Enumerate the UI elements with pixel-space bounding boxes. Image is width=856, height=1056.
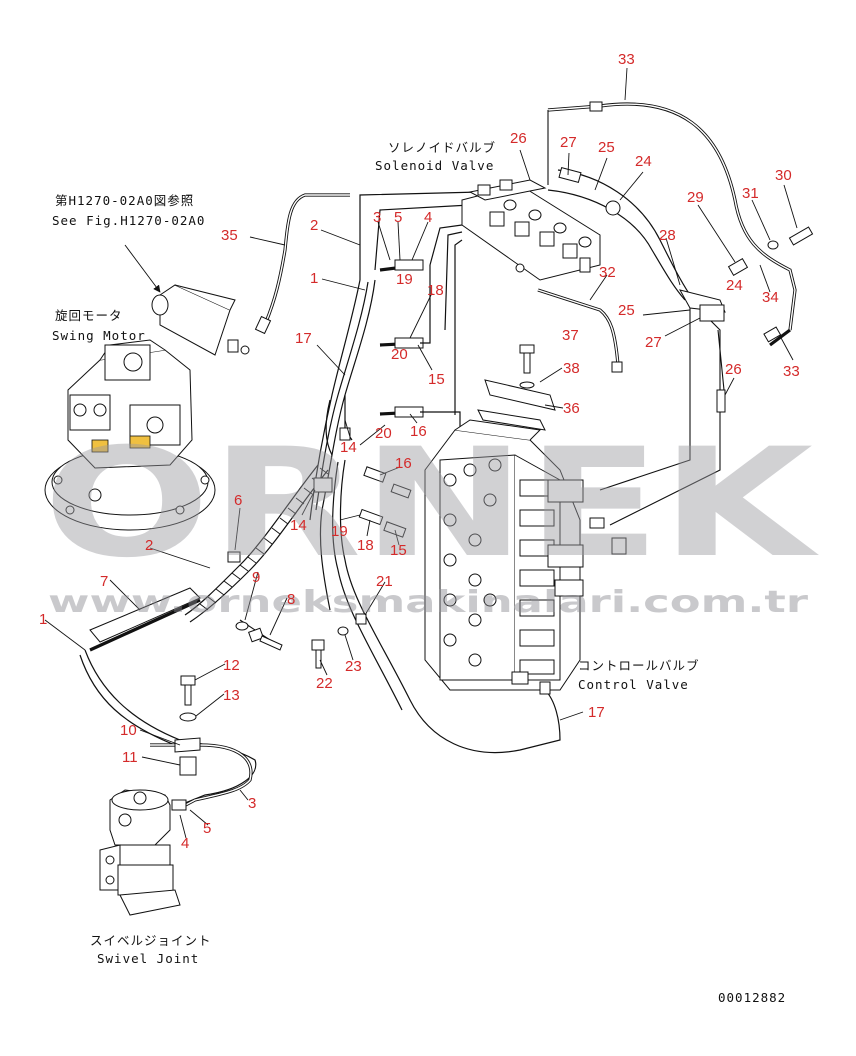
callout: 4 xyxy=(181,835,189,852)
see-fig-en-label: See Fig.H1270-02A0 xyxy=(52,213,205,228)
watermark-brand: ORNEK xyxy=(43,417,819,591)
callout: 34 xyxy=(762,289,779,306)
leader-lines xyxy=(44,67,798,839)
callout: 5 xyxy=(394,209,402,226)
callout: 36 xyxy=(563,400,580,417)
callout: 3 xyxy=(373,209,381,226)
control-valve-jp-label: コントロールバルブ xyxy=(578,658,700,673)
text-labels: 第H1270-02A0図参照 See Fig.H1270-02A0 旋回モータ … xyxy=(52,140,786,1005)
reference-part-block xyxy=(124,244,250,356)
callout: 18 xyxy=(427,282,444,299)
callout: 20 xyxy=(375,425,392,442)
callout-numbers: 33 26 27 25 24 30 31 29 3 5 4 35 2 19 28… xyxy=(39,51,800,852)
callout: 31 xyxy=(742,185,759,202)
callout: 16 xyxy=(410,423,427,440)
callout: 38 xyxy=(563,360,580,377)
callout: 26 xyxy=(510,130,527,147)
callout: 3 xyxy=(248,795,256,812)
callout: 22 xyxy=(316,675,333,692)
swing-motor xyxy=(44,339,216,531)
callout: 32 xyxy=(599,264,616,281)
solenoid-valve-jp-label: ソレノイドバルブ xyxy=(388,140,496,155)
callout: 17 xyxy=(295,330,312,347)
callout: 15 xyxy=(390,542,407,559)
callout: 17 xyxy=(588,704,605,721)
callout: 30 xyxy=(775,167,792,184)
small-parts xyxy=(171,101,814,811)
callout: 28 xyxy=(659,227,676,244)
callout: 29 xyxy=(687,189,704,206)
callout: 19 xyxy=(396,271,413,288)
callout: 18 xyxy=(357,537,374,554)
callout: 1 xyxy=(310,270,318,287)
callout: 15 xyxy=(428,371,445,388)
callout: 20 xyxy=(391,346,408,363)
callout: 2 xyxy=(145,537,153,554)
callout: 27 xyxy=(560,134,577,151)
callout: 37 xyxy=(562,327,579,344)
watermark: ORNEK www.orneksmakinalari.com.tr xyxy=(43,417,819,620)
callout: 13 xyxy=(223,687,240,704)
callout: 33 xyxy=(783,363,800,380)
callout: 25 xyxy=(618,302,635,319)
bracket-assembly xyxy=(477,344,556,431)
callout: 14 xyxy=(290,517,307,534)
drawing-number: 00012882 xyxy=(718,990,786,1005)
callout: 10 xyxy=(120,722,137,739)
swing-motor-jp-label: 旋回モータ xyxy=(55,308,123,323)
callout: 24 xyxy=(726,277,743,294)
valve-ports xyxy=(443,458,502,667)
callout: 4 xyxy=(424,209,432,226)
callout: 6 xyxy=(234,492,242,509)
swivel-joint xyxy=(99,789,181,916)
callout: 19 xyxy=(331,523,348,540)
callout: 27 xyxy=(645,334,662,351)
callout: 2 xyxy=(310,217,318,234)
callout: 16 xyxy=(395,455,412,472)
callout: 1 xyxy=(39,611,47,628)
callout: 21 xyxy=(376,573,393,590)
callout: 26 xyxy=(725,361,742,378)
solenoid-valve-en-label: Solenoid Valve xyxy=(375,158,494,173)
callout: 11 xyxy=(122,749,138,766)
callout: 12 xyxy=(223,657,240,674)
callout: 14 xyxy=(340,439,357,456)
callout: 24 xyxy=(635,153,652,170)
swivel-joint-jp-label: スイベルジョイント xyxy=(90,933,212,948)
see-fig-jp-label: 第H1270-02A0図参照 xyxy=(55,193,194,208)
callout: 35 xyxy=(221,227,238,244)
callout: 7 xyxy=(100,573,108,590)
watermark-url: www.orneksmakinalari.com.tr xyxy=(48,585,808,620)
control-valve xyxy=(424,419,584,695)
callout: 23 xyxy=(345,658,362,675)
callout: 9 xyxy=(252,569,260,586)
valve-spools xyxy=(519,479,584,675)
callout: 5 xyxy=(203,820,211,837)
callout: 8 xyxy=(287,591,295,608)
control-valve-en-label: Control Valve xyxy=(578,677,689,692)
callout: 33 xyxy=(618,51,635,68)
solenoid-valve xyxy=(461,179,601,281)
swivel-joint-en-label: Swivel Joint xyxy=(97,951,199,966)
callout: 25 xyxy=(598,139,615,156)
swing-motor-en-label: Swing Motor xyxy=(52,328,146,343)
